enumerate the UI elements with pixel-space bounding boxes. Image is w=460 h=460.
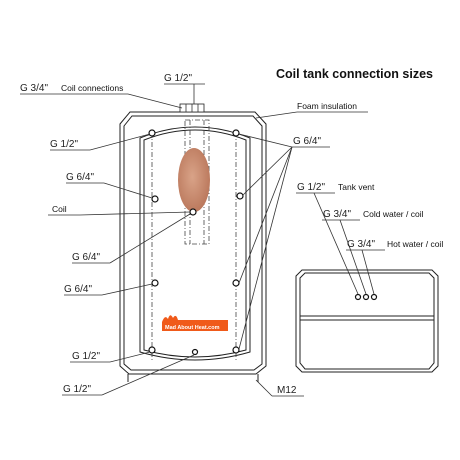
port-g12-bottom [191,348,199,356]
labels: G 3/4" Coil connections G 1/2" Foam insu… [20,73,443,396]
label-g12-top: G 1/2" [164,73,192,84]
label-g12-left-lower: G 1/2" [72,351,100,362]
tank-vessel [139,126,251,361]
label-g64-right: G 6/4" [293,136,321,147]
port-tank-vent [354,293,362,301]
port-g64-lower-right [232,279,240,287]
coil-element [178,148,210,212]
port-g12-lower-left [148,346,156,354]
port-g12-upper-left [148,129,156,137]
leader-g64-right-4 [238,146,293,350]
port-g64-left [151,195,159,203]
leader-tank-vent [313,192,359,295]
leader-cold [339,219,367,295]
leader-g64-right-3 [238,146,293,284]
port-g64-lower-left [151,279,159,287]
label-m12: M12 [277,385,297,396]
leader-coil [79,211,191,216]
port-hot-water [370,293,378,301]
label-hot-water-coil: Hot water / coil [387,239,443,249]
leader-lines [20,83,385,397]
label-cold-water-coil: Cold water / coil [363,209,424,219]
leader-g64-left-mid [109,213,191,264]
leader-foam [255,111,298,119]
leader-g64-right-2 [242,146,293,196]
label-coil: Coil [52,204,67,214]
leader-coil-connections [127,93,183,109]
leader-m12 [255,379,273,397]
leader-g64-left-upper [103,182,153,199]
port-g12-lower-right [232,346,240,354]
label-g34-hot: G 3/4" [347,239,375,250]
side-view-inner-outline [299,272,435,370]
label-foam-insulation: Foam insulation [297,101,357,111]
label-g64-left-upper: G 6/4" [66,172,94,183]
leader-g12-left-upper [89,133,151,151]
side-view-tank [295,269,439,373]
leader-hot [361,249,375,295]
port-g64-right [236,192,244,200]
leader-g12-left-lower [109,351,151,363]
leader-g64-right-1 [238,133,293,148]
main-tank: Mad About Heat.com [119,103,267,382]
leader-g64-left-lower [101,283,153,296]
watermark-flame [162,315,228,331]
label-g12-tank-vent: G 1/2" [297,182,325,193]
label-g64-left-lower: G 6/4" [64,284,92,295]
watermark-logo: Mad About Heat.com [162,315,228,331]
port-g64-upper-right [232,129,240,137]
watermark-text: Mad About Heat.com [165,325,220,331]
tank-vessel-inner [143,129,247,358]
label-g64-left-mid: G 6/4" [72,252,100,263]
label-g12-bottom: G 1/2" [63,384,91,395]
label-coil-connections: Coil connections [61,83,123,93]
foam-insulation-outline [119,111,267,375]
insulation-inner-outline [123,115,263,371]
label-g34-coil: G 3/4" [20,83,48,94]
port-cold-water [362,293,370,301]
port-coil [189,208,197,216]
diagram-title: Coil tank connection sizes [276,67,433,81]
label-tank-vent: Tank vent [338,182,375,192]
leader-g12-bottom [101,354,195,396]
side-view-outline [295,269,439,373]
label-g34-cold: G 3/4" [323,209,351,220]
label-g12-left-upper: G 1/2" [50,139,78,150]
